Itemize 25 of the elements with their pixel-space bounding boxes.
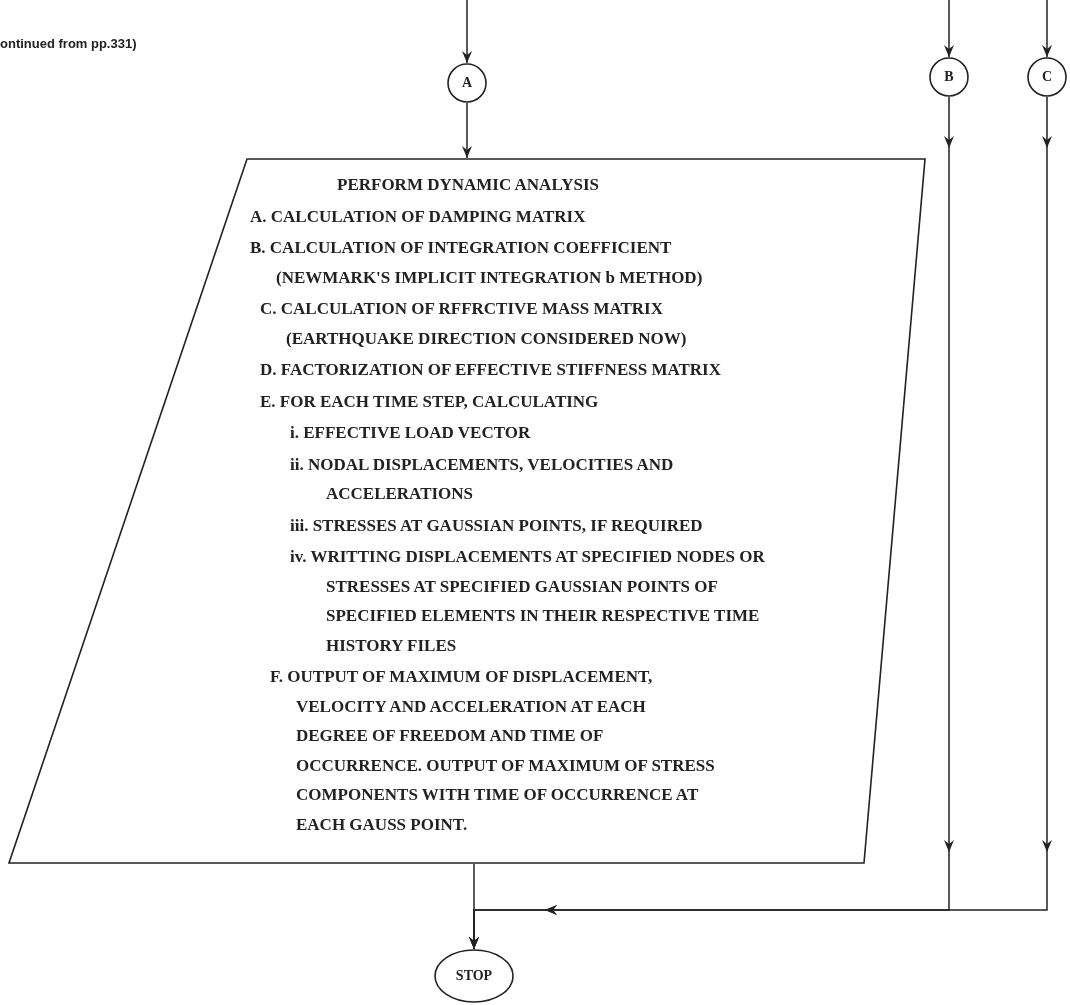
box-heading: PERFORM DYNAMIC ANALYSIS xyxy=(336,174,600,196)
connector-circle xyxy=(929,57,969,97)
terminal-oval xyxy=(434,949,514,1003)
step-text: C. CALCULATION OF RFFRCTIVE MASS MATRIX (EARTHQUAKE DIRECTION CONSIDERED NOW) xyxy=(260,298,688,350)
connector-label: B xyxy=(943,68,955,86)
process-parallelogram xyxy=(8,158,925,864)
connector-circle xyxy=(1027,57,1067,97)
connector-circle xyxy=(447,63,487,103)
connector-label: A xyxy=(460,74,474,92)
connector-label: C xyxy=(1040,68,1054,86)
flow-arrow xyxy=(944,0,954,58)
step-text: B. CALCULATION OF INTEGRATION COEFFICIENT (NEWMARK'S IMPLICIT INTEGRATION b METHOD) xyxy=(250,237,704,289)
connector-label: STOP xyxy=(454,967,494,985)
flow-arrow xyxy=(462,0,472,64)
step-text: iii. STRESSES AT GAUSSIAN POINTS, IF REQUIRED xyxy=(290,514,704,537)
step-text: i. EFFECTIVE LOAD VECTOR xyxy=(290,422,532,444)
flow-arrow xyxy=(1042,0,1052,58)
step-text: F. OUTPUT OF MAXIMUM OF DISPLACEMENT, VELOCITY AND ACCELERATION AT EACH DEGREE OF FREEDOM AND TIME OF OCCURRENCE. OUTPUT OF MAXIMUM OF STRESS COMPONENTS WITH TIME OF OCCURRENCE AT EACH GAUSS POINT. xyxy=(270,666,715,836)
continuation-note: ontinued from pp.331) xyxy=(0,36,137,51)
flow-arrow xyxy=(469,96,1052,950)
step-text: iv. WRITTING DISPLACEMENTS AT SPECIFIED NODES OR STRESSES AT SPECIFIED GAUSSIAN POINTS OF SPECIFIED ELEMENTS IN THEIR RESPECTIVE TIME HISTORY FILES xyxy=(290,546,766,657)
step-text: E. FOR EACH TIME STEP, CALCULATING xyxy=(260,390,600,413)
step-text: A. CALCULATION OF DAMPING MATRIX xyxy=(250,205,587,228)
flow-arrow xyxy=(462,102,472,159)
step-text: D. FACTORIZATION OF EFFECTIVE STIFFNESS MATRIX xyxy=(260,359,722,381)
